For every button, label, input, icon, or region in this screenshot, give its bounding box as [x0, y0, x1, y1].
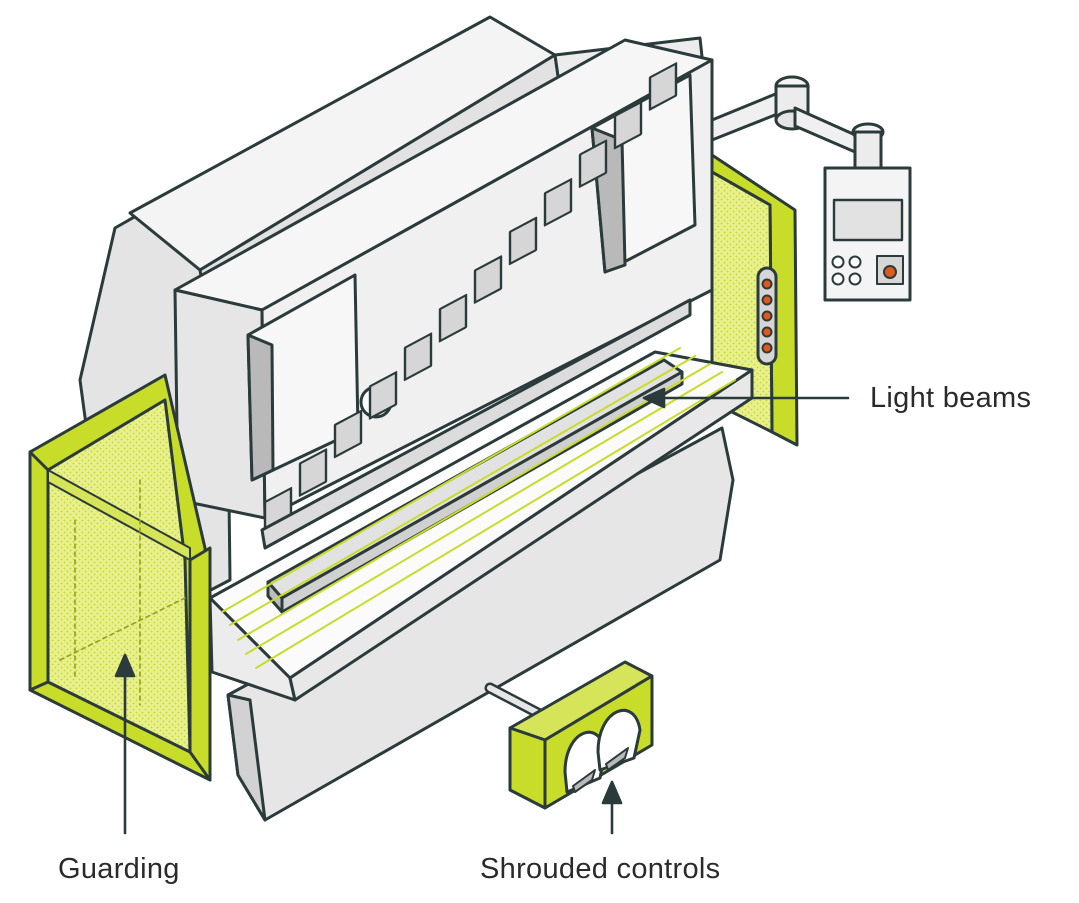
- ram-cover-left-edge: [246, 333, 275, 482]
- pendant-button: [848, 272, 862, 286]
- upper-punch: [260, 298, 692, 550]
- pendant-button: [831, 255, 845, 269]
- label-shrouded-controls: Shrouded controls: [480, 853, 721, 885]
- light-beams: [221, 347, 736, 669]
- arrow-up-icon: [114, 653, 136, 835]
- tool-clamps: [263, 62, 678, 536]
- control-pendant: [823, 166, 912, 302]
- arrow-up-icon: [601, 780, 623, 835]
- guard-panel-left: [28, 373, 212, 782]
- pendant-button: [831, 272, 845, 286]
- indicator-column: [756, 266, 778, 366]
- pedal-shroud-right: [596, 708, 642, 772]
- lower-bed-front: [226, 693, 267, 822]
- label-light-beams: Light beams: [870, 382, 1032, 414]
- pendant-arm: [710, 75, 885, 170]
- shrouded-controls: [508, 660, 654, 810]
- label-guarding: Guarding: [58, 853, 180, 885]
- emergency-stop-icon: [883, 265, 897, 279]
- pendant-button: [848, 255, 862, 269]
- pendant-screen: [832, 198, 904, 242]
- arrow-left-icon: [642, 387, 850, 409]
